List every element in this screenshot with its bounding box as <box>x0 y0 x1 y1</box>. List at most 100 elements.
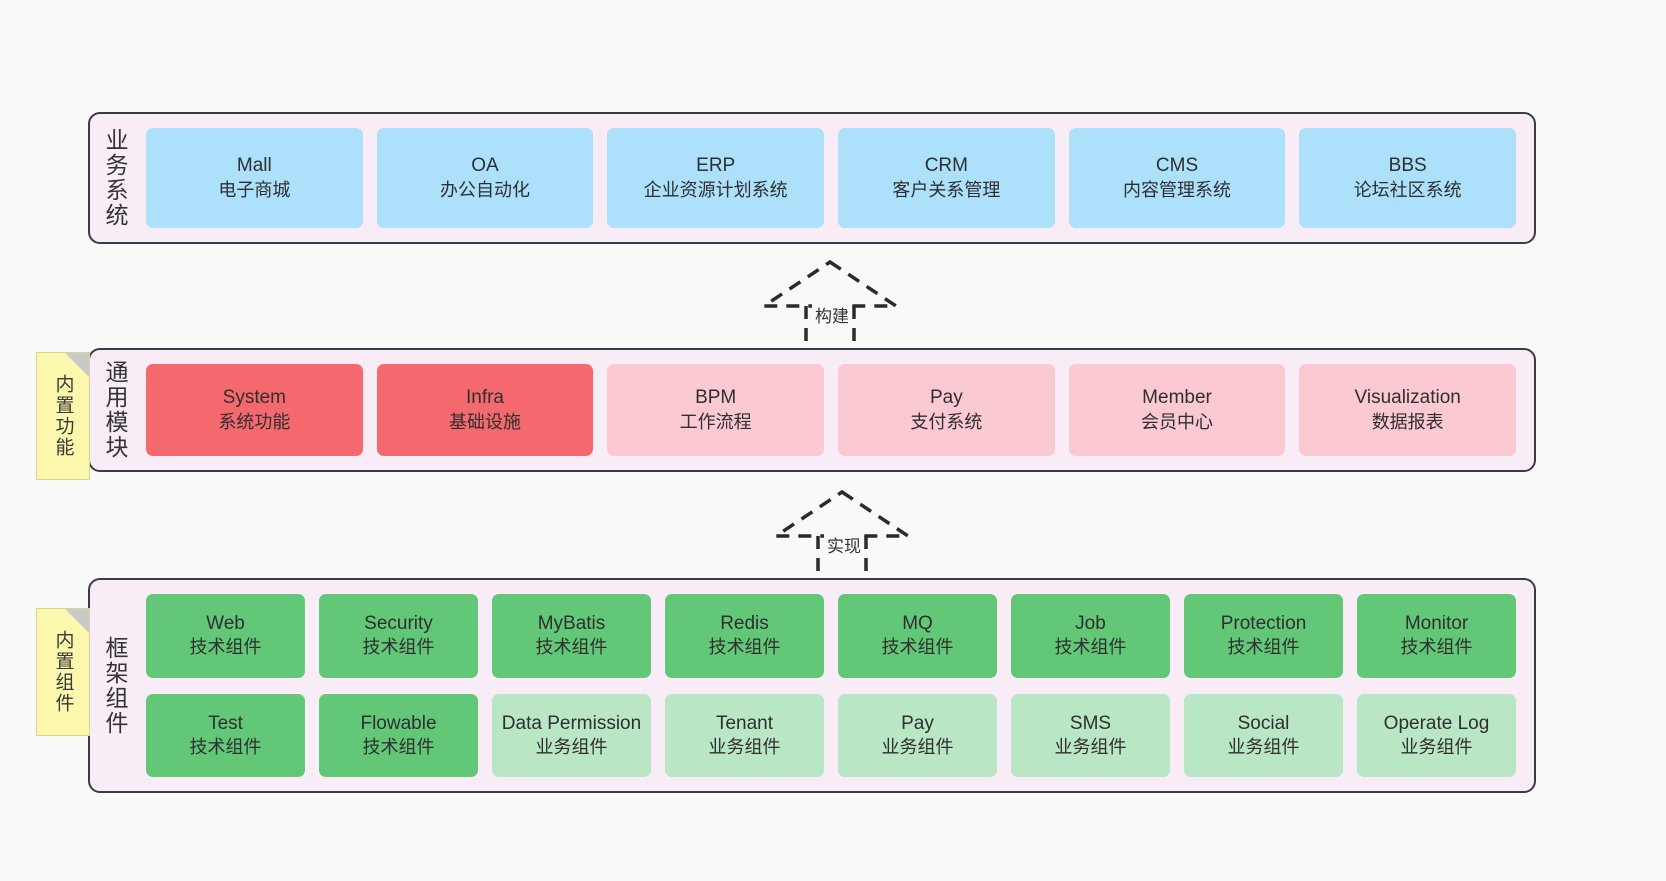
card-crm[interactable]: CRM 客户关系管理 <box>838 128 1055 228</box>
card-title-cn: 技术组件 <box>189 736 262 757</box>
card-title-en: Pay <box>901 712 934 734</box>
note-builtin-component: 内置组件 <box>36 608 90 736</box>
card-title-cn: 办公自动化 <box>440 179 530 200</box>
card-title-cn: 技术组件 <box>881 637 954 658</box>
card-row: Test 技术组件 Flowable 技术组件 Data Permission … <box>146 693 1516 777</box>
connector-build: 构建 <box>758 258 902 346</box>
card-title-cn: 技术组件 <box>1054 637 1127 658</box>
generalization-arrow-icon <box>770 489 914 576</box>
card-title-cn: 客户关系管理 <box>892 179 1001 200</box>
card-erp[interactable]: ERP 企业资源计划系统 <box>607 128 825 228</box>
card-mybatis[interactable]: MyBatis 技术组件 <box>492 594 651 678</box>
card-title-en: Flowable <box>360 712 437 734</box>
card-title-cn: 业务组件 <box>708 736 781 757</box>
card-title-cn: 业务组件 <box>535 736 608 757</box>
card-title-cn: 论坛社区系统 <box>1353 179 1462 200</box>
card-title-en: Data Permission <box>501 712 642 734</box>
card-title-cn: 技术组件 <box>362 736 435 757</box>
card-oa[interactable]: OA 办公自动化 <box>376 128 594 228</box>
card-title-en: System <box>222 387 287 409</box>
card-title-cn: 数据报表 <box>1371 411 1444 432</box>
card-infra[interactable]: Infra 基础设施 <box>376 364 594 456</box>
card-mq[interactable]: MQ 技术组件 <box>838 594 997 678</box>
card-title-cn: 技术组件 <box>1400 637 1473 658</box>
generalization-arrow-icon <box>758 259 902 346</box>
card-title-cn: 业务组件 <box>1400 736 1473 757</box>
note-text: 内置功能 <box>52 374 74 458</box>
card-title-cn: 业务组件 <box>1054 736 1127 757</box>
card-title-en: Mall <box>236 155 272 177</box>
card-title-en: BBS <box>1388 155 1427 177</box>
card-cms[interactable]: CMS 内容管理系统 <box>1068 128 1286 228</box>
card-title-en: Test <box>208 712 243 734</box>
card-title-cn: 支付系统 <box>910 411 983 432</box>
card-title-en: Operate Log <box>1383 712 1490 734</box>
card-title-cn: 系统功能 <box>218 411 291 432</box>
card-web[interactable]: Web 技术组件 <box>146 594 305 678</box>
card-title-en: Member <box>1142 387 1212 409</box>
card-title-en: Infra <box>465 387 505 409</box>
card-mall[interactable]: Mall 电子商城 <box>146 128 363 228</box>
card-title-en: MyBatis <box>537 613 606 635</box>
card-title-cn: 内容管理系统 <box>1123 179 1232 200</box>
layer-body-common-module: System 系统功能 Infra 基础设施 BPM 工作流程 Pay 支付系统… <box>142 350 1534 470</box>
card-title-cn: 会员中心 <box>1141 411 1214 432</box>
card-member[interactable]: Member 会员中心 <box>1068 364 1286 456</box>
card-redis[interactable]: Redis 技术组件 <box>665 594 824 678</box>
card-title-en: Security <box>364 613 433 635</box>
layer-framework-component: 框架组件 Web 技术组件 Security 技术组件 MyBatis 技术组件… <box>88 578 1536 793</box>
card-title-en: Job <box>1075 613 1106 635</box>
card-test[interactable]: Test 技术组件 <box>146 693 305 777</box>
layer-title-framework-component: 框架组件 <box>102 635 128 736</box>
card-row: Web 技术组件 Security 技术组件 MyBatis 技术组件 Redi… <box>146 594 1516 678</box>
card-title-cn: 技术组件 <box>362 637 435 658</box>
layer-title-common-module: 通用模块 <box>102 360 128 460</box>
card-title-en: BPM <box>695 387 737 409</box>
card-title-en: SMS <box>1069 712 1112 734</box>
card-title-en: Protection <box>1220 613 1307 635</box>
layer-common-module: 通用模块 System 系统功能 Infra 基础设施 BPM 工作流程 Pay… <box>88 348 1536 472</box>
card-title-en: Redis <box>720 613 769 635</box>
card-bpm[interactable]: BPM 工作流程 <box>607 364 825 456</box>
card-row: System 系统功能 Infra 基础设施 BPM 工作流程 Pay 支付系统… <box>146 364 1517 456</box>
card-pay-component[interactable]: Pay 业务组件 <box>838 693 997 777</box>
card-title-en: CRM <box>924 155 968 177</box>
note-builtin-function: 内置功能 <box>36 352 90 480</box>
card-title-en: Tenant <box>715 712 774 734</box>
card-sms[interactable]: SMS 业务组件 <box>1011 693 1170 777</box>
card-security[interactable]: Security 技术组件 <box>319 594 478 678</box>
card-title-cn: 工作流程 <box>679 411 752 432</box>
card-tenant[interactable]: Tenant 业务组件 <box>665 693 824 777</box>
layer-body-business-system: Mall 电子商城 OA 办公自动化 ERP 企业资源计划系统 CRM 客户关系… <box>142 114 1534 242</box>
card-pay-module[interactable]: Pay 支付系统 <box>838 364 1055 456</box>
note-fold-icon <box>65 353 89 377</box>
card-title-cn: 技术组件 <box>708 637 781 658</box>
card-operate-log[interactable]: Operate Log 业务组件 <box>1357 693 1516 777</box>
connector-label-implement: 实现 <box>824 532 864 557</box>
card-row: Mall 电子商城 OA 办公自动化 ERP 企业资源计划系统 CRM 客户关系… <box>146 128 1517 228</box>
card-title-en: MQ <box>902 613 933 635</box>
card-bbs[interactable]: BBS 论坛社区系统 <box>1299 128 1517 228</box>
card-flowable[interactable]: Flowable 技术组件 <box>319 693 478 777</box>
card-title-en: Visualization <box>1354 387 1461 409</box>
card-monitor[interactable]: Monitor 技术组件 <box>1357 594 1516 678</box>
card-visualization[interactable]: Visualization 数据报表 <box>1299 364 1517 456</box>
card-title-cn: 业务组件 <box>881 736 954 757</box>
card-title-cn: 企业资源计划系统 <box>643 179 788 200</box>
card-title-cn: 技术组件 <box>535 637 608 658</box>
note-text: 内置组件 <box>52 630 74 714</box>
connector-label-build: 构建 <box>812 302 852 327</box>
layer-business-system: 业务系统 Mall 电子商城 OA 办公自动化 ERP 企业资源计划系统 CRM… <box>88 112 1536 244</box>
card-social[interactable]: Social 业务组件 <box>1184 693 1343 777</box>
card-title-en: Web <box>206 613 245 635</box>
layer-body-framework-component: Web 技术组件 Security 技术组件 MyBatis 技术组件 Redi… <box>142 580 1534 791</box>
card-job[interactable]: Job 技术组件 <box>1011 594 1170 678</box>
card-protection[interactable]: Protection 技术组件 <box>1184 594 1343 678</box>
note-fold-icon <box>65 609 89 633</box>
card-title-en: CMS <box>1155 155 1199 177</box>
card-data-permission[interactable]: Data Permission 业务组件 <box>492 693 651 777</box>
card-title-cn: 业务组件 <box>1227 736 1300 757</box>
card-system[interactable]: System 系统功能 <box>146 364 363 456</box>
card-title-cn: 基础设施 <box>449 411 521 432</box>
